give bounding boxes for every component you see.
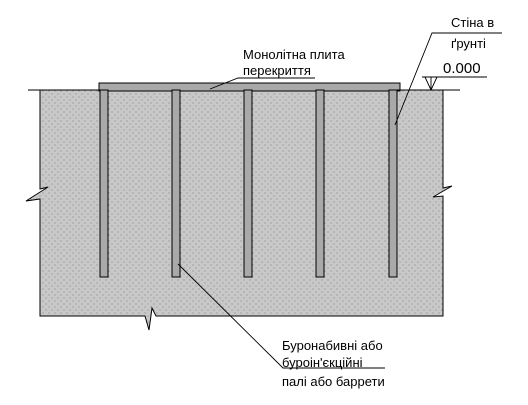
- pile: [243, 89, 253, 278]
- elevation-label: 0.000: [443, 60, 481, 77]
- pile: [171, 89, 181, 278]
- pile: [315, 89, 325, 278]
- slab-leader: [209, 77, 315, 90]
- piles-label-line2: буроін'єкційні: [282, 355, 363, 370]
- piles-label-line1: Буронабивні або: [282, 338, 383, 353]
- wall-label-line1: Стіна в: [451, 15, 494, 30]
- slab-label-line2: перекриття: [243, 63, 311, 78]
- soil-body: [25, 89, 453, 331]
- elevation-marker: [422, 76, 487, 92]
- slab-label-line1: Монолітна плита: [243, 47, 345, 62]
- left-wall: [99, 89, 109, 278]
- piles-leader: [177, 263, 385, 369]
- structure: [98, 82, 401, 278]
- right-wall: [388, 89, 398, 278]
- wall-leader: [394, 32, 502, 126]
- piles-label-line3: палі або баррети: [282, 374, 385, 389]
- wall-label-line2: ґрунті: [451, 36, 486, 51]
